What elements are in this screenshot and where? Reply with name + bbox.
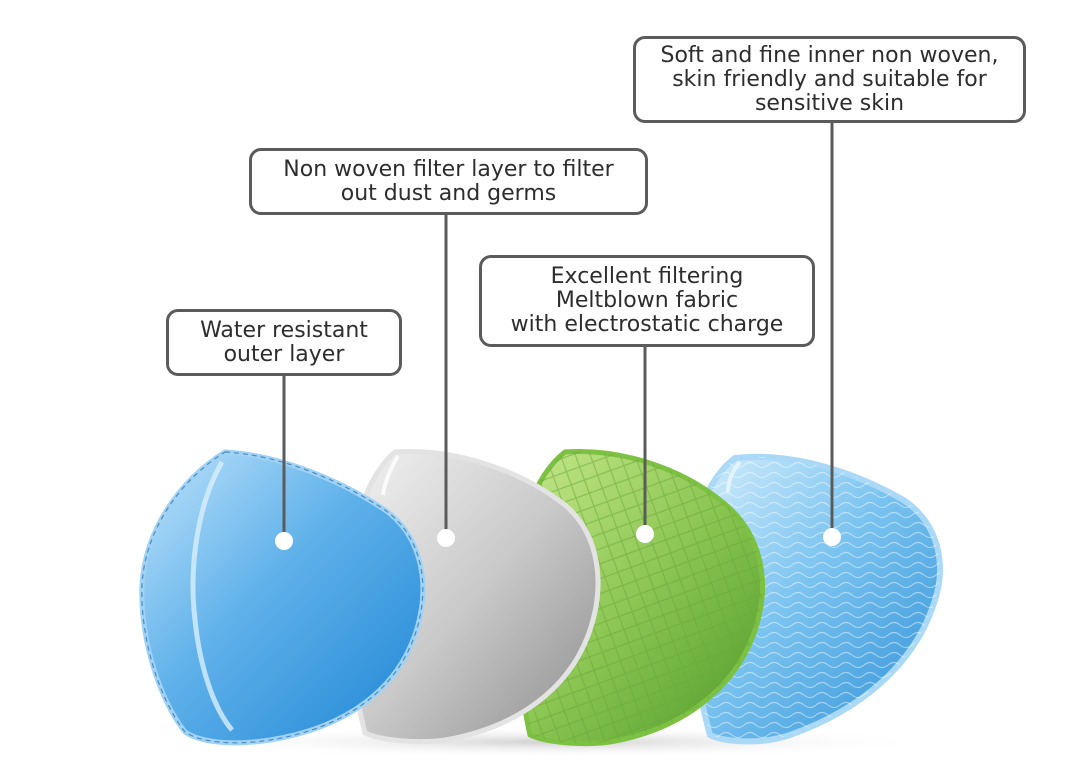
- outer-layer-shape: [139, 449, 426, 746]
- callout-dot-outer: [275, 532, 293, 550]
- label-meltblown-layer: Excellent filtering Meltblown fabric wit…: [479, 255, 815, 347]
- callout-dot-inner: [823, 528, 841, 546]
- label-line: out dust and germs: [340, 180, 557, 206]
- label-line: Water resistant: [200, 317, 368, 343]
- label-line: sensitive skin: [754, 90, 905, 116]
- label-line: Soft and fine inner non woven,: [660, 42, 999, 68]
- label-inner-layer: Soft and fine inner non woven, skin frie…: [633, 36, 1026, 123]
- inner-layer-shape: [686, 453, 943, 745]
- label-line: Meltblown fabric: [555, 288, 739, 313]
- label-outer-layer: Water resistant outer layer: [166, 309, 402, 376]
- label-line: skin friendly and suitable for: [672, 66, 987, 92]
- label-line: outer layer: [223, 341, 345, 367]
- label-line: Non woven filter layer to filter: [283, 156, 614, 182]
- callout-dot-melt: [636, 525, 654, 543]
- callout-dot-filter: [437, 529, 455, 547]
- label-line: with electrostatic charge: [510, 312, 784, 337]
- label-filter-layer: Non woven filter layer to filter out dus…: [249, 148, 648, 215]
- label-line: Excellent filtering: [550, 264, 744, 289]
